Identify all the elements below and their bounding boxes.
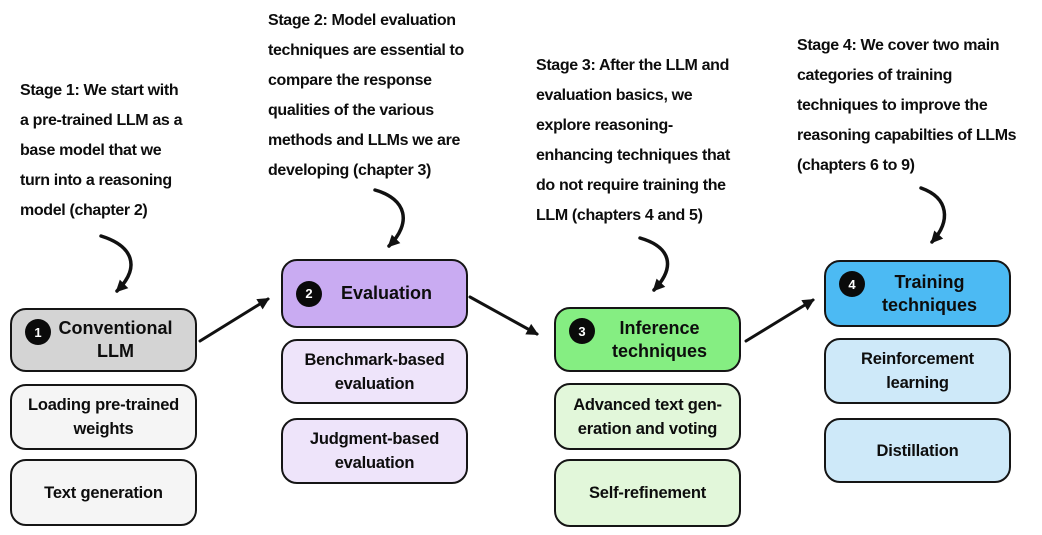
header-box-training-techniques: 4 Training techniques — [824, 260, 1011, 327]
stage-note-1: Stage 1: We start with a pre-trained LLM… — [20, 82, 183, 219]
stage2-curved-arrow — [373, 188, 405, 248]
header-box-inference-techniques: 3 Inference techniques — [554, 307, 741, 372]
stage-badge-4: 4 — [839, 271, 865, 297]
stage-note-2: Stage 2: Model evaluation techniques are… — [268, 12, 464, 179]
stage-badge-1: 1 — [25, 319, 51, 345]
item-box-text-generation: Text generation — [10, 459, 197, 526]
item-box-benchmark-based-evaluation: Benchmark-based evaluation — [281, 339, 468, 404]
stage3-curved-arrow — [638, 236, 670, 292]
item-box-distillation: Distillation — [824, 418, 1011, 483]
stage-badge-2: 2 — [296, 280, 322, 307]
stage-note-3: Stage 3: After the LLM and evaluation ba… — [536, 57, 730, 224]
flow-arrow-1-to-2 — [198, 297, 270, 343]
stage1-curved-arrow — [99, 234, 133, 293]
header-title-inference-techniques: Inference techniques — [611, 317, 708, 361]
flow-arrow-3-to-4 — [744, 298, 815, 343]
header-box-evaluation: 2 Evaluation — [281, 259, 468, 328]
header-box-conventional-llm: 1 Conventional LLM — [10, 308, 197, 372]
header-title-training-techniques: Training techniques — [881, 271, 978, 315]
stage4-curved-arrow — [919, 186, 947, 244]
item-box-reinforcement-learning: Reinforcement learning — [824, 338, 1011, 404]
item-box-self-refinement: Self-refinement — [554, 459, 741, 527]
header-title-conventional-llm: Conventional LLM — [58, 318, 173, 361]
flow-arrow-2-to-3 — [468, 295, 539, 336]
stage-badge-3: 3 — [569, 318, 595, 344]
header-title-evaluation: Evaluation — [340, 283, 433, 303]
item-box-loading-pretrained-weights: Loading pre-trained weights — [10, 384, 197, 450]
stage-note-4: Stage 4: We cover two main categories of… — [797, 37, 1017, 174]
item-box-judgment-based-evaluation: Judgment-based evaluation — [281, 418, 468, 484]
item-box-advanced-text-generation-and-voting: Advanced text gen- eration and voting — [554, 383, 741, 450]
